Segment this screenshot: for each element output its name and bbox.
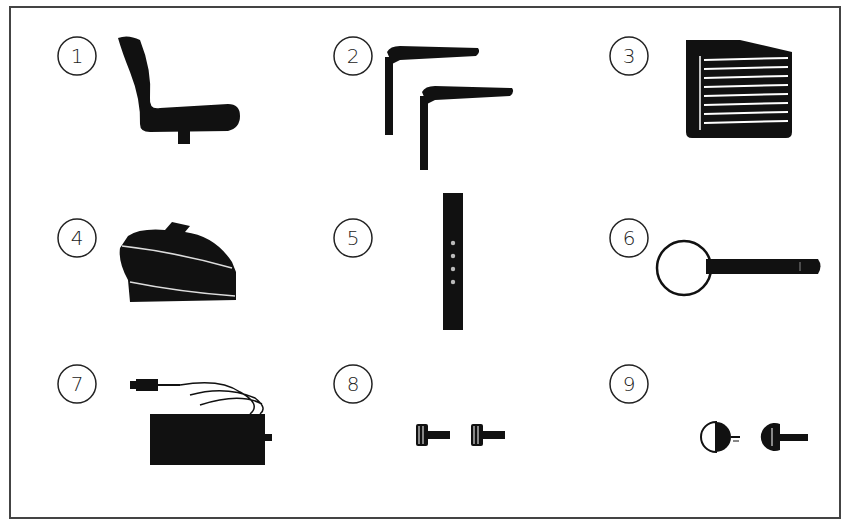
callout-circle: 9: [609, 364, 649, 404]
callout-number: 4: [71, 228, 84, 248]
callout-circle: 4: [57, 218, 97, 258]
callout-number: 7: [71, 374, 84, 394]
callout-circle: 2: [333, 36, 373, 76]
callout-circle: 1: [57, 36, 97, 76]
callout-circle: 6: [609, 218, 649, 258]
frame: [10, 7, 840, 518]
callout-number: 2: [347, 46, 360, 66]
end-caps: [701, 422, 808, 452]
callout-number: 6: [623, 228, 636, 248]
callout-circle: 7: [57, 364, 97, 404]
backrest-cover: [686, 40, 792, 138]
callout-circle: 5: [333, 218, 373, 258]
back-bar: [443, 193, 463, 330]
armrests: [385, 46, 513, 170]
callout-number: 9: [623, 374, 636, 394]
ring-key: [657, 241, 821, 295]
callout-number: 3: [623, 46, 636, 66]
power-adapter: [130, 379, 272, 465]
callout-number: 8: [347, 374, 360, 394]
screws: [416, 424, 505, 446]
seat-mechanism: [120, 222, 236, 302]
callout-circle: 3: [609, 36, 649, 76]
callout-number: 1: [71, 46, 84, 66]
callout-circle: 8: [333, 364, 373, 404]
callout-number: 5: [347, 228, 360, 248]
chair-seat: [118, 36, 240, 144]
